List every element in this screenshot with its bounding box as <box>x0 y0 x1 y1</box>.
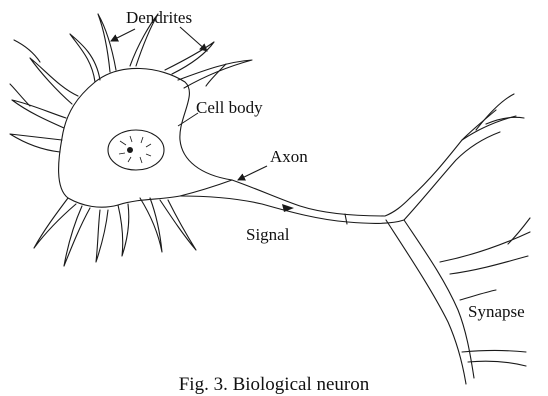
dendrites-label: Dendrites <box>126 8 192 27</box>
axon-label: Axon <box>270 147 308 166</box>
figure-caption: Fig. 3. Biological neuron <box>0 374 548 396</box>
synapse-label: Synapse <box>468 302 525 321</box>
axon-upper <box>232 180 410 216</box>
axon-arrow <box>238 166 267 180</box>
nucleus <box>108 130 164 170</box>
neuron-outline <box>10 14 530 384</box>
signal-label: Signal <box>246 225 290 244</box>
dendrites-arrow-right <box>180 27 207 51</box>
soma-outline <box>59 68 232 207</box>
nucleus-texture <box>119 136 151 163</box>
nucleolus <box>127 147 133 153</box>
axon-node <box>345 214 347 224</box>
dendrites-arrow-left <box>111 29 135 41</box>
axon-lower <box>180 196 404 223</box>
cell-body-label: Cell body <box>196 98 263 117</box>
cell-body-pointer <box>178 113 198 126</box>
